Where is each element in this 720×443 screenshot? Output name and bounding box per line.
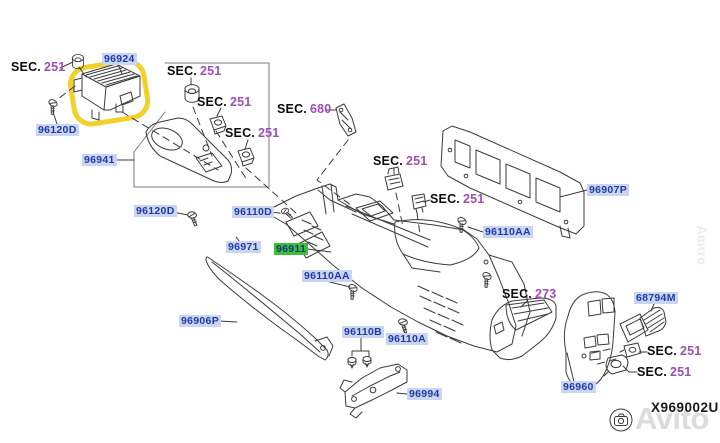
rear-panel-96907P-art — [440, 125, 585, 239]
sec-prefix: SEC. — [647, 344, 677, 358]
sec-prefix: SEC. — [373, 154, 403, 168]
sec-ref-251: SEC.251 — [225, 127, 279, 140]
nut-icon — [347, 356, 357, 369]
part-label-96110AA: 96110AA — [302, 270, 352, 282]
amp-unit-96924-art — [73, 63, 141, 121]
part-label-96110A: 96110A — [386, 333, 429, 345]
round-button-art — [209, 115, 227, 135]
nut-icon — [362, 355, 372, 368]
sec-prefix: SEC. — [11, 60, 41, 74]
part-label-96941: 96941 — [82, 154, 117, 166]
sec-prefix: SEC. — [637, 365, 667, 379]
part-label-96110D: 96110D — [232, 206, 275, 218]
part-label-68794M: 68794M — [634, 292, 678, 304]
sec-ref-251: SEC.251 — [11, 61, 65, 74]
sec-ref-251: SEC.251 — [197, 96, 251, 109]
sec-prefix: SEC. — [225, 126, 255, 140]
avito-watermark: Avito — [635, 401, 709, 436]
socket-art — [603, 354, 629, 377]
sec-prefix: SEC. — [167, 64, 197, 78]
screw-icon — [477, 270, 495, 289]
square-button-art — [237, 147, 255, 167]
connector-switch-art — [384, 166, 404, 191]
part-label-96994: 96994 — [407, 388, 442, 400]
sec-number: 251 — [257, 126, 280, 140]
sec-ref-251: SEC.251 — [647, 345, 701, 358]
screw-icon — [395, 317, 410, 335]
sec-number: 251 — [669, 365, 692, 379]
part-label-96924: 96924 — [102, 53, 137, 65]
console-body-96911-art — [271, 183, 531, 353]
vent-68794M-art — [619, 307, 667, 343]
part-label-96120D: 96120D — [134, 205, 177, 217]
garnish-96906P-art — [205, 256, 334, 361]
small-switch-art — [619, 342, 642, 358]
sec680-bracket-art — [335, 103, 357, 137]
sec-number: 680 — [309, 102, 332, 116]
leader-lines — [52, 61, 655, 395]
sec-number: 251 — [229, 95, 252, 109]
connector-switch-art — [411, 193, 427, 214]
part-label-96911-highlighted: 96911 — [274, 243, 309, 255]
sec-ref-251: SEC.251 — [430, 193, 484, 206]
sec-number: 251 — [405, 154, 428, 168]
sec-prefix: SEC. — [277, 102, 307, 116]
screw-icon — [452, 215, 470, 234]
sec-ref-680: SEC.680 — [277, 103, 331, 116]
sec-ref-251: SEC.251 — [373, 155, 427, 168]
part-label-96110B: 96110B — [342, 326, 385, 338]
detail-box-outline — [133, 62, 270, 188]
sec273-console-art — [489, 297, 557, 361]
sec-ref-251: SEC.251 — [167, 65, 221, 78]
part-label-96906P: 96906P — [179, 315, 222, 327]
sec-number: 251 — [199, 64, 222, 78]
sec-number: 251 — [679, 344, 702, 358]
bracket-96994-art — [339, 363, 408, 419]
sec-prefix: SEC. — [430, 192, 460, 206]
part-label-96120D: 96120D — [36, 124, 79, 136]
sec-number: 251 — [43, 60, 66, 74]
part-label-96971: 96971 — [226, 241, 261, 253]
console-finisher-panel-art — [145, 117, 233, 183]
part-label-96110AA: 96110AA — [483, 226, 533, 238]
screw-icon — [43, 97, 61, 116]
screw-icon — [186, 211, 199, 227]
sec-ref-251: SEC.251 — [637, 366, 691, 379]
part-label-96960: 96960 — [561, 381, 596, 393]
sec-prefix: SEC. — [502, 287, 532, 301]
sec-number: 251 — [462, 192, 485, 206]
sec-prefix: SEC. — [197, 95, 227, 109]
sec-number: 273 — [534, 287, 557, 301]
diagram-code: X969002U — [651, 400, 719, 415]
part-label-96907P: 96907P — [587, 184, 630, 196]
camera-icon — [609, 408, 633, 432]
sec-ref-273: SEC.273 — [502, 288, 556, 301]
avito-side-watermark: Авито — [694, 225, 710, 266]
